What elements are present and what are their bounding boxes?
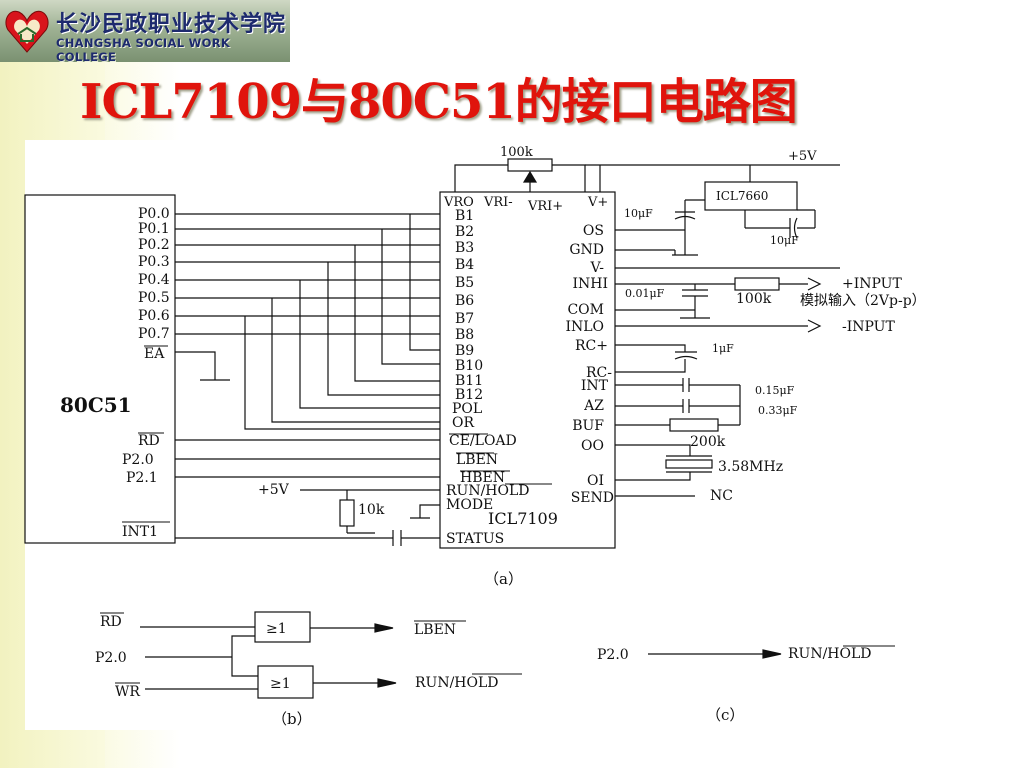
pin-p03: P0.3 xyxy=(138,254,170,270)
pin-status: STATUS xyxy=(446,531,504,547)
pin-p21: P2.1 xyxy=(126,470,158,486)
college-name-en: CHANGSHA SOCIAL WORK COLLEGE xyxy=(56,36,231,64)
pin-int: INT xyxy=(581,378,609,394)
logic-c-in: P2.0 xyxy=(597,647,629,663)
college-header: 长沙民政职业技术学院 CHANGSHA SOCIAL WORK COLLEGE xyxy=(0,0,290,64)
label-nc: NC xyxy=(710,488,733,504)
label-analog-input: 模拟输入（2Vp-p） xyxy=(800,293,926,309)
pin-b7: B7 xyxy=(455,311,474,327)
pin-vro: VRO xyxy=(443,195,474,210)
logic-b-out-lben: LBEN xyxy=(414,622,456,638)
pin-b9: B9 xyxy=(455,343,474,359)
label-input-pos: +INPUT xyxy=(842,276,902,292)
slide-title: ICL7109与80C51的接口电路图 xyxy=(80,74,798,130)
pin-com: COM xyxy=(567,302,604,318)
logic-c-out: RUN/HOLD xyxy=(788,646,872,662)
pin-b5: B5 xyxy=(455,275,474,291)
label-cap-015uf: 0.15μF xyxy=(755,384,795,397)
pin-pol: POL xyxy=(452,401,482,417)
adc-box xyxy=(439,191,616,549)
gate1-label: ≥1 xyxy=(266,621,287,637)
pin-p20: P2.0 xyxy=(122,452,154,468)
label-res-200k: 200k xyxy=(690,434,726,450)
pin-b6: B6 xyxy=(455,293,474,309)
pin-gnd: GND xyxy=(569,242,604,258)
label-crystal: 3.58MHz xyxy=(718,459,783,475)
label-icl7660: ICL7660 xyxy=(716,189,768,203)
logic-b-in-rd: RD xyxy=(100,614,122,630)
mcu-box xyxy=(24,194,176,544)
pin-b12: B12 xyxy=(455,387,483,403)
pin-p07: P0.7 xyxy=(138,326,170,342)
label-res-10k: 10k xyxy=(358,502,385,518)
label-res-100k: 100k xyxy=(736,291,772,307)
mcu-name: 80C51 xyxy=(60,393,132,417)
pin-hben: HBEN xyxy=(460,470,505,486)
gate2-label: ≥1 xyxy=(270,676,291,692)
pin-b10: B10 xyxy=(455,358,483,374)
pin-rc-plus: RC+ xyxy=(575,338,608,354)
pin-p01: P0.1 xyxy=(138,221,170,237)
label-pot: 100k xyxy=(500,145,533,160)
pin-vri-plus: VRI+ xyxy=(527,199,563,214)
pin-b1: B1 xyxy=(455,208,474,224)
pin-lben: LBEN xyxy=(456,452,498,468)
logic-b-out-runhold: RUN/HOLD xyxy=(415,675,499,691)
college-name-cn: 长沙民政职业技术学院 xyxy=(56,12,287,37)
caption-b: （b） xyxy=(272,710,312,728)
pin-az: AZ xyxy=(583,398,604,414)
label-cap-10uf-a: 10μF xyxy=(624,207,653,220)
pin-ea: EA xyxy=(144,346,165,362)
pin-b8: B8 xyxy=(455,327,474,343)
label-cap-001uf: 0.01μF xyxy=(625,287,665,300)
label-cap-033uf: 0.33μF xyxy=(758,404,798,417)
pin-inlo: INLO xyxy=(565,319,604,335)
pin-b11: B11 xyxy=(455,373,483,389)
label-input-neg: -INPUT xyxy=(842,319,895,335)
pin-ce-load: CE/LOAD xyxy=(449,433,517,449)
pin-p05: P0.5 xyxy=(138,290,170,306)
label-cap-10uf-b: 10μF xyxy=(770,234,799,247)
pin-int1: INT1 xyxy=(122,524,158,540)
pin-vri-minus: VRI- xyxy=(483,195,513,210)
pin-b4: B4 xyxy=(455,257,474,273)
pin-mode: MODE xyxy=(446,497,493,513)
or-gate-2 xyxy=(257,665,314,699)
pin-vminus: V- xyxy=(589,260,604,276)
pin-inhi: INHI xyxy=(572,276,608,292)
pin-p02: P0.2 xyxy=(138,237,170,253)
diagram-panel xyxy=(25,140,1005,730)
label-vplus-top: +5V xyxy=(788,149,817,164)
label-cap-1uf: 1μF xyxy=(712,342,734,355)
pin-or: OR xyxy=(452,415,474,431)
pin-send: SEND xyxy=(571,490,614,506)
pin-oi: OI xyxy=(587,473,604,489)
pin-p00: P0.0 xyxy=(138,206,170,222)
pin-run-hold: RUN/HOLD xyxy=(446,483,530,499)
pin-vplus: V+ xyxy=(587,195,608,210)
pin-rd: RD xyxy=(138,433,160,449)
pin-b3: B3 xyxy=(455,240,474,256)
caption-c: （c） xyxy=(706,706,744,724)
adc-name: ICL7109 xyxy=(488,509,558,528)
or-gate-1 xyxy=(254,611,311,643)
pin-p04: P0.4 xyxy=(138,272,170,288)
heart-logo-icon xyxy=(5,10,49,53)
pin-oo: OO xyxy=(581,438,604,454)
label-vplus-left: +5V xyxy=(258,482,290,498)
logic-b-in-p20: P2.0 xyxy=(95,650,127,666)
logic-b-in-wr: WR xyxy=(115,684,140,700)
pin-buf: BUF xyxy=(572,418,604,434)
pin-b2: B2 xyxy=(455,224,474,240)
pin-rc-minus: RC- xyxy=(586,365,612,381)
caption-a: （a） xyxy=(484,570,523,588)
pin-os: OS xyxy=(583,223,604,239)
pin-p06: P0.6 xyxy=(138,308,170,324)
